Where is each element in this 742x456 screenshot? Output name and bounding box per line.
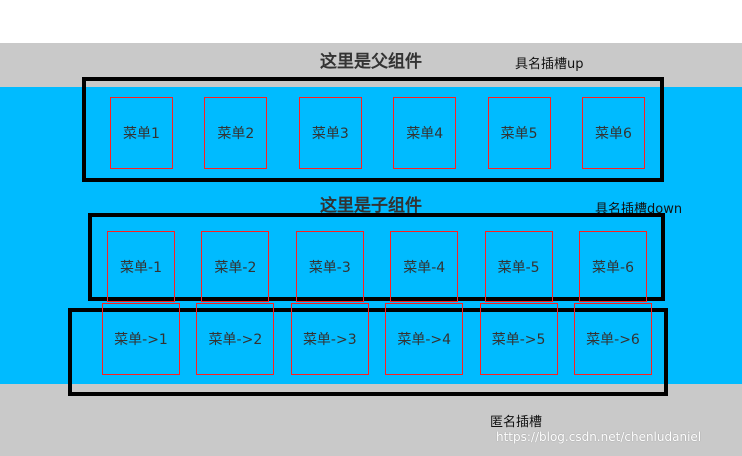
menu-item-default[interactable]: 菜单->5: [479, 303, 558, 375]
menu-item-default[interactable]: 菜单->4: [385, 303, 464, 375]
menu-item-default[interactable]: 菜单->3: [290, 303, 369, 375]
menu-item-down[interactable]: 菜单-6: [579, 231, 647, 302]
menu-item-up[interactable]: 菜单5: [487, 97, 551, 169]
menu-item-up[interactable]: 菜单2: [204, 97, 268, 169]
slot-up-frame: [82, 77, 664, 182]
child-title: 这里是子组件: [320, 196, 422, 216]
menu-item-down[interactable]: 菜单-4: [390, 231, 459, 302]
child-component: [0, 87, 742, 384]
menu-item-default[interactable]: 菜单->1: [102, 303, 180, 375]
watermark-text: https://blog.csdn.net/chenludaniel: [496, 430, 702, 444]
slot-default-label: 匿名插槽: [490, 415, 543, 430]
parent-title: 这里是父组件: [320, 52, 422, 72]
menu-item-down[interactable]: 菜单-5: [484, 231, 553, 302]
menu-item-default[interactable]: 菜单->2: [196, 303, 275, 375]
slot-up-label: 具名插槽up: [515, 57, 584, 72]
menu-item-down[interactable]: 菜单-3: [295, 231, 364, 302]
menu-item-down[interactable]: 菜单-2: [201, 231, 270, 302]
menu-item-up[interactable]: 菜单6: [582, 97, 645, 169]
menu-item-down[interactable]: 菜单-1: [107, 231, 175, 302]
slot-down-frame: [88, 213, 665, 301]
menu-item-up[interactable]: 菜单4: [393, 97, 457, 169]
menu-item-up[interactable]: 菜单3: [298, 97, 362, 169]
menu-item-default[interactable]: 菜单->6: [574, 303, 652, 375]
menu-item-up[interactable]: 菜单1: [110, 97, 173, 169]
